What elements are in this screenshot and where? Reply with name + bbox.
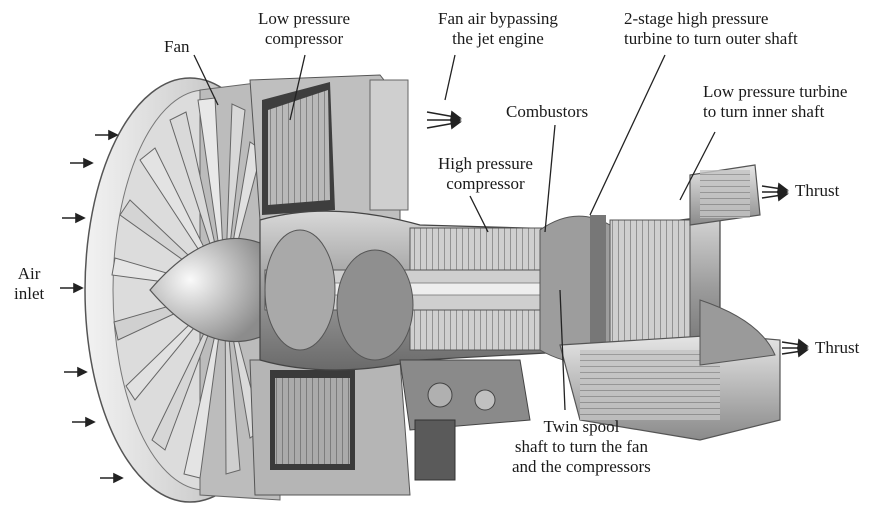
leader-combustors xyxy=(545,125,555,232)
label-fan-air-bypass: Fan air bypassing the jet engine xyxy=(438,9,558,49)
label-thrust-upper: Thrust xyxy=(795,181,839,201)
bypass-arrows xyxy=(427,112,460,128)
accessory-gearbox xyxy=(400,360,530,480)
thrust-arrows-lower xyxy=(782,340,807,356)
leader-bypass xyxy=(445,55,455,100)
label-twin-spool: Twin spool shaft to turn the fan and the… xyxy=(512,417,651,477)
label-thrust-lower: Thrust xyxy=(815,338,859,358)
label-air-inlet: Air inlet xyxy=(14,264,44,304)
label-hp-turbine: 2-stage high pressure turbine to turn ou… xyxy=(624,9,798,49)
label-combustors: Combustors xyxy=(506,102,588,122)
thrust-arrows-upper xyxy=(762,184,787,200)
label-lp-turbine: Low pressure turbine to turn inner shaft xyxy=(703,82,847,122)
label-low-pressure-compressor: Low pressure compressor xyxy=(258,9,350,49)
label-hp-compressor: High pressure compressor xyxy=(438,154,533,194)
label-fan: Fan xyxy=(164,37,190,57)
upper-exhaust-nozzle xyxy=(690,165,760,225)
leader-hp-turbine xyxy=(590,55,665,215)
